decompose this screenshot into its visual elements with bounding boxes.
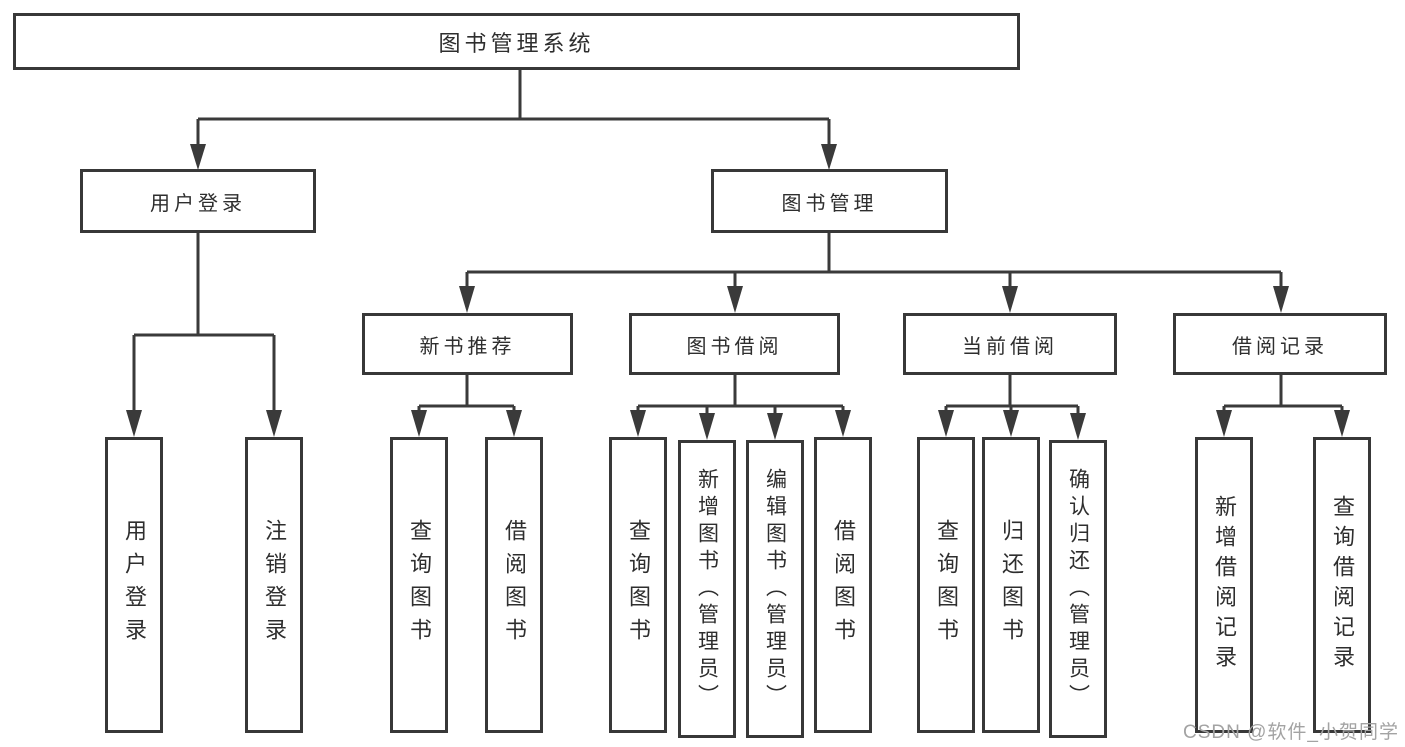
leaf-logout-label: 注销登录: [262, 519, 287, 651]
leaf-current-return-label: 归还图书: [999, 519, 1024, 651]
node-book-borrow: 图书借阅: [629, 313, 840, 375]
connector-new-books-to-leaves: [411, 375, 522, 437]
leaf-new-books-borrow: 借阅图书: [485, 437, 543, 733]
leaf-logout: 注销登录: [245, 437, 303, 733]
leaf-borrow-edit-admin-label: 编辑图书（管理员）: [763, 467, 787, 711]
connector-root-to-level2: [190, 70, 837, 170]
leaf-current-query-label: 查询图书: [934, 519, 959, 651]
leaf-user-login-label: 用户登录: [122, 519, 147, 651]
connector-book-mgmt-to-level3: [459, 233, 1289, 313]
node-book-borrow-label: 图书借阅: [686, 335, 783, 358]
leaf-new-books-borrow-label: 借阅图书: [502, 519, 527, 651]
node-new-books: 新书推荐: [362, 313, 573, 375]
leaf-borrow-borrow: 借阅图书: [814, 437, 872, 733]
watermark-text: CSDN @软件_小贺同学: [1183, 722, 1399, 743]
node-root: 图书管理系统: [13, 13, 1020, 70]
connector-borrow-records-to-leaves: [1216, 375, 1350, 437]
node-current-borrow-label: 当前借阅: [962, 335, 1058, 358]
leaf-borrow-query-label: 查询图书: [626, 519, 651, 651]
node-user-login-label: 用户登录: [150, 192, 246, 215]
leaf-new-books-query-label: 查询图书: [407, 519, 432, 651]
node-borrow-records-label: 借阅记录: [1232, 335, 1328, 358]
leaf-records-add: 新增借阅记录: [1195, 437, 1253, 733]
leaf-current-confirm-admin-label: 确认归还（管理员）: [1066, 467, 1090, 711]
leaf-user-login: 用户登录: [105, 437, 163, 733]
node-book-mgmt-label: 图书管理: [781, 192, 878, 215]
leaf-borrow-add-admin-label: 新增图书（管理员）: [695, 467, 719, 711]
connector-user-login-to-leaves: [126, 233, 282, 437]
leaf-records-add-label: 新增借阅记录: [1212, 495, 1237, 675]
leaf-borrow-edit-admin: 编辑图书（管理员）: [746, 440, 804, 738]
node-current-borrow: 当前借阅: [903, 313, 1117, 375]
leaf-borrow-borrow-label: 借阅图书: [831, 519, 856, 651]
leaf-borrow-add-admin: 新增图书（管理员）: [678, 440, 736, 738]
node-root-label: 图书管理系统: [438, 30, 595, 56]
leaf-borrow-query: 查询图书: [609, 437, 667, 733]
leaf-current-query: 查询图书: [917, 437, 975, 733]
leaf-current-confirm-admin: 确认归还（管理员）: [1049, 440, 1107, 738]
leaf-records-query: 查询借阅记录: [1313, 437, 1371, 733]
leaf-new-books-query: 查询图书: [390, 437, 448, 733]
node-user-login: 用户登录: [80, 169, 316, 233]
leaf-current-return: 归还图书: [982, 437, 1040, 733]
node-new-books-label: 新书推荐: [419, 335, 516, 358]
connector-book-borrow-to-leaves: [630, 375, 851, 440]
node-borrow-records: 借阅记录: [1173, 313, 1387, 375]
connector-current-borrow-to-leaves: [938, 375, 1086, 440]
node-book-mgmt: 图书管理: [711, 169, 948, 233]
leaf-records-query-label: 查询借阅记录: [1330, 495, 1355, 675]
